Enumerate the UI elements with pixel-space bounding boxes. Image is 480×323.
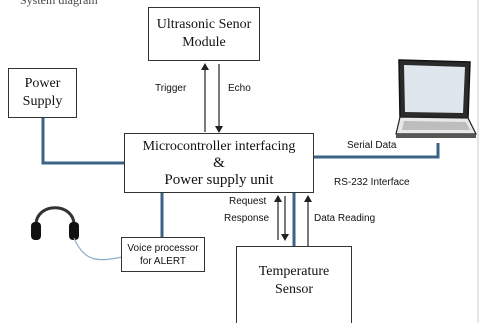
laptop-icon <box>395 59 477 138</box>
micro-label-line2: & <box>213 154 225 171</box>
temperature-label-line1: Temperature <box>258 264 330 279</box>
request-label: Request <box>229 196 267 207</box>
voice-label-line1: Voice processor <box>127 242 199 254</box>
headphones-icon <box>31 206 123 261</box>
temperature-label-line2: Sensor <box>274 282 314 297</box>
voice-processor-block: Voice processor for ALERT <box>121 237 205 272</box>
power-supply-label-line1: Power <box>24 76 61 91</box>
echo-label: Echo <box>228 83 251 94</box>
power-supply-label-line2: Supply <box>22 94 63 109</box>
temperature-sensor-block: Temperature Sensor <box>236 246 352 323</box>
data-reading-label: Data Reading <box>314 213 376 224</box>
ultrasonic-sensor-block: Ultrasonic Senor Module <box>148 7 260 61</box>
power-link <box>41 118 124 165</box>
power-supply-block: Power Supply <box>8 68 77 118</box>
voice-label-line2: for ALERT <box>140 255 186 267</box>
trigger-label: Trigger <box>155 83 187 94</box>
rs232-label: RS-232 Interface <box>334 177 410 188</box>
response-label: Response <box>224 213 270 224</box>
microcontroller-block: Microcontroller interfacing & Power supp… <box>124 133 314 193</box>
ultrasonic-label-line1: Ultrasonic Senor <box>156 17 252 32</box>
top-caption: System diagram <box>20 0 98 7</box>
ultrasonic-label-line2: Module <box>182 35 226 50</box>
serial-data-label: Serial Data <box>347 140 397 151</box>
serial-link <box>313 143 440 159</box>
micro-label-line1: Microcontroller interfacing <box>142 138 296 154</box>
micro-label-line3: Power supply unit <box>164 171 274 188</box>
